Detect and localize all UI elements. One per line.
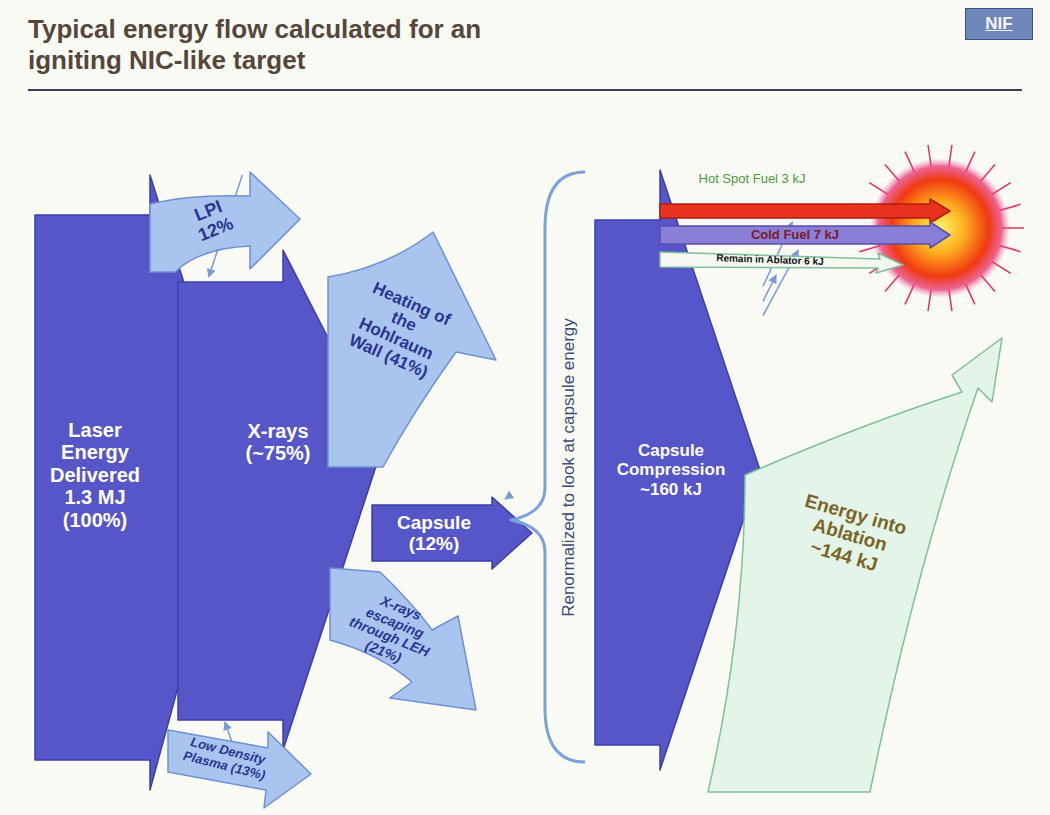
lpi-flow-arrow: LPI 12% (150, 172, 302, 277)
flow-connector (505, 497, 508, 499)
ablator-remain-arrow: Remain in Ablator 6 kJ (660, 249, 905, 275)
node-label: Laser Energy Delivered 1.3 MJ (100%) (41, 419, 149, 531)
node-outline (505, 168, 597, 768)
node-label: Renormalized to look at capsule energy (559, 258, 578, 678)
hot-spot-arrow: Hot Spot Fuel 3 kJ (660, 162, 952, 222)
nif-logo: NIF (965, 8, 1033, 40)
ablation-flow-arrow: Energy into Ablation ~144 kJ (700, 330, 1005, 800)
leh-flow-arrow: X-rays escaping through LEH (21%) (330, 568, 480, 718)
capsule-flow-arrow: Capsule (12%) (372, 497, 534, 571)
renormalize-bracket: Renormalized to look at capsule energy (505, 168, 597, 768)
node-label: Hot Spot Fuel 3 kJ (697, 172, 807, 187)
node-label: X-rays (~75%) (235, 420, 321, 465)
plasma-flow-arrow: Low Density Plasma (13%) (168, 722, 313, 810)
cold-fuel-arrow: Cold Fuel 7 kJ (660, 222, 952, 250)
title: Typical energy flow calculated for an ig… (28, 14, 528, 76)
hohlraum-flow-arrow: Heating of the Hohlraum Wall (41%) (328, 232, 528, 472)
flow-connector (763, 275, 776, 301)
logo-label: NIF (966, 9, 1032, 39)
node-label: Cold Fuel 7 kJ (695, 228, 895, 243)
node-label: Capsule (12%) (382, 512, 486, 555)
title-rule (28, 89, 1022, 91)
node-label: Capsule Compression ~160 kJ (597, 441, 745, 498)
